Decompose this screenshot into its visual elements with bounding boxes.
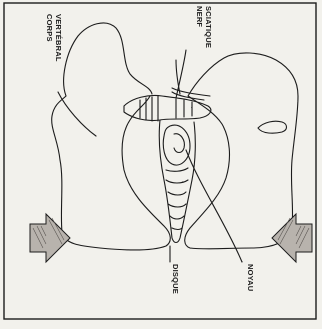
label-disque: DISQUE [171, 264, 180, 294]
left-vertebral-body [52, 23, 171, 250]
label-corps-vertebral-line2: VERTÉBRAL [54, 14, 63, 62]
label-corps-vertebral-line1: CORPS [45, 14, 54, 42]
label-nerf-line2: SCIATIQUE [204, 6, 213, 48]
compression-arrow-right-icon [272, 214, 312, 262]
disc-nucleus [163, 125, 190, 165]
right-vertebral-body [185, 53, 298, 249]
nucleus-inner [174, 134, 184, 153]
label-nerf-line1: NERF [195, 6, 204, 27]
intervertebral-disc [159, 120, 195, 243]
figure-frame [4, 3, 316, 319]
disc-lamellae [166, 168, 188, 230]
compression-arrow-left-icon [30, 214, 70, 262]
label-noyau: NOYAU [246, 264, 255, 291]
right-body-notch [258, 121, 287, 133]
